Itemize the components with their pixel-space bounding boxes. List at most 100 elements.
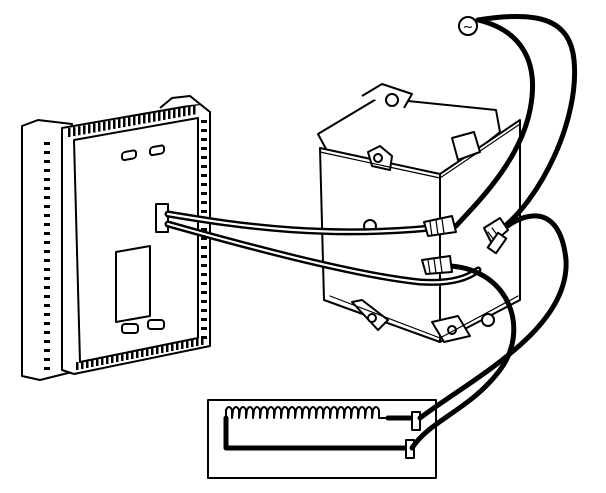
thermostat [21,95,211,381]
vent-slot [146,348,149,356]
vent-slot [44,286,50,289]
vent-slot [201,120,207,123]
vent-slot [201,318,207,321]
vent-slot [44,367,50,370]
vent-slot [151,347,154,355]
vent-slot [44,259,50,262]
vent-slot [131,351,134,359]
vent-slot [44,268,50,271]
vent-slot [201,165,207,168]
vent-slot [153,112,156,122]
heater-return-lead [223,415,409,451]
vent-slot [186,340,189,348]
vent-slot [201,282,207,285]
ac-symbol: ~ [463,20,474,35]
top-vent-grill [68,105,196,137]
vent-slot [123,118,126,128]
vent-slot [201,300,207,303]
vent-slot [78,126,81,136]
vent-slot [96,358,99,366]
vent-slot [201,309,207,312]
heater-wire-2 [409,263,517,451]
vent-slot [44,250,50,253]
vent-slot [128,117,131,127]
vent-slot [191,339,194,347]
vent-slot [44,214,50,217]
wire-nut [421,255,453,275]
vent-slot [116,354,119,362]
vent-slot [44,295,50,298]
vent-slot [166,344,169,352]
vent-slot [44,313,50,316]
vent-slot [44,205,50,208]
vent-slot [201,183,207,186]
vent-slot [201,156,207,159]
vent-slot [98,122,101,132]
wires [164,13,578,451]
vent-slot [201,291,207,294]
vent-slot [201,228,207,231]
wire-nut [483,217,509,245]
vent-slot [196,338,199,346]
right-vent-grill [201,120,207,339]
heater-wire-1 [417,213,569,421]
vent-slot [44,340,50,343]
vent-slot [44,232,50,235]
vent-slot [44,304,50,307]
vent-slot [171,343,174,351]
vent-slot [201,246,207,249]
vent-slot [44,349,50,352]
vent-slot [44,178,50,181]
terminal-block [155,203,169,233]
vent-slot [44,160,50,163]
vent-slot [201,210,207,213]
vent-slot [201,147,207,150]
vent-slot [201,255,207,258]
vent-slot [111,355,114,363]
vent-slot [83,125,86,135]
vent-slot [181,341,184,349]
vent-slot [103,121,106,131]
vent-slot [44,322,50,325]
vent-slot [73,127,76,137]
vent-slot [44,169,50,172]
vent-slot [193,105,196,115]
vent-slot [173,109,176,119]
junction-box [317,83,521,343]
vent-slot [44,331,50,334]
vent-slot [188,106,191,116]
vent-slot [163,110,166,120]
vent-slot [81,361,84,369]
vent-slot [91,359,94,367]
heater-element [207,399,437,479]
vent-slot [201,273,207,276]
vent-slot [201,129,207,132]
mount-slot [121,149,137,162]
vent-slot [44,187,50,190]
vent-slot [121,353,124,361]
vent-slot [141,349,144,357]
vent-slot [178,108,181,118]
vent-slot [101,357,104,365]
vent-slot [44,241,50,244]
vent-slot [44,358,50,361]
heater-terminal [411,411,421,431]
display-window [115,245,151,323]
vent-slot [201,174,207,177]
side-vent-grill [44,142,50,370]
ac-source-icon [458,16,478,36]
vent-slot [106,356,109,364]
vent-slot [86,360,89,368]
vent-slot [201,138,207,141]
vent-slot [176,342,179,350]
vent-slot [44,223,50,226]
wire-nut [423,215,457,237]
vent-slot [201,237,207,240]
vent-slot [161,345,164,353]
vent-slot [113,119,116,129]
power-wire-neutral [453,17,536,229]
vent-slot [168,110,171,119]
vent-slot [126,352,129,360]
